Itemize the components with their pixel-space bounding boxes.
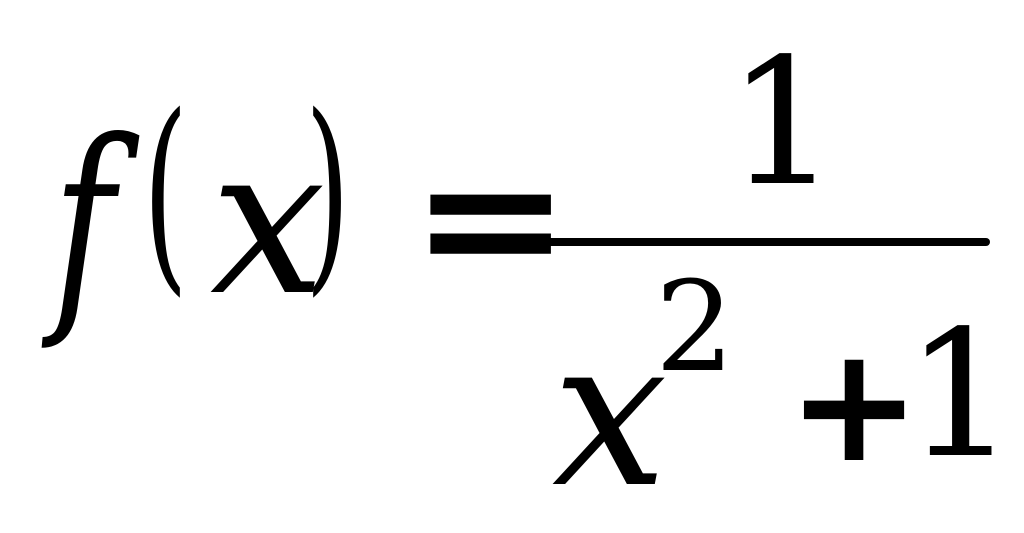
argument-variable: x bbox=[210, 103, 326, 341]
plus-sign: + bbox=[787, 311, 922, 498]
fraction-bar bbox=[539, 238, 990, 246]
exponent: 2 bbox=[655, 255, 735, 400]
numerator: 1 bbox=[727, 22, 839, 225]
function-name: f bbox=[52, 93, 115, 355]
denominator-variable: x bbox=[552, 295, 668, 533]
open-paren: ( bbox=[143, 70, 189, 315]
close-paren: ) bbox=[305, 70, 351, 315]
math-formula: f ( x ) = 1 x 2 + 1 bbox=[52, 22, 1017, 517]
denominator-constant: 1 bbox=[905, 294, 1017, 497]
equals-sign: = bbox=[410, 118, 572, 321]
